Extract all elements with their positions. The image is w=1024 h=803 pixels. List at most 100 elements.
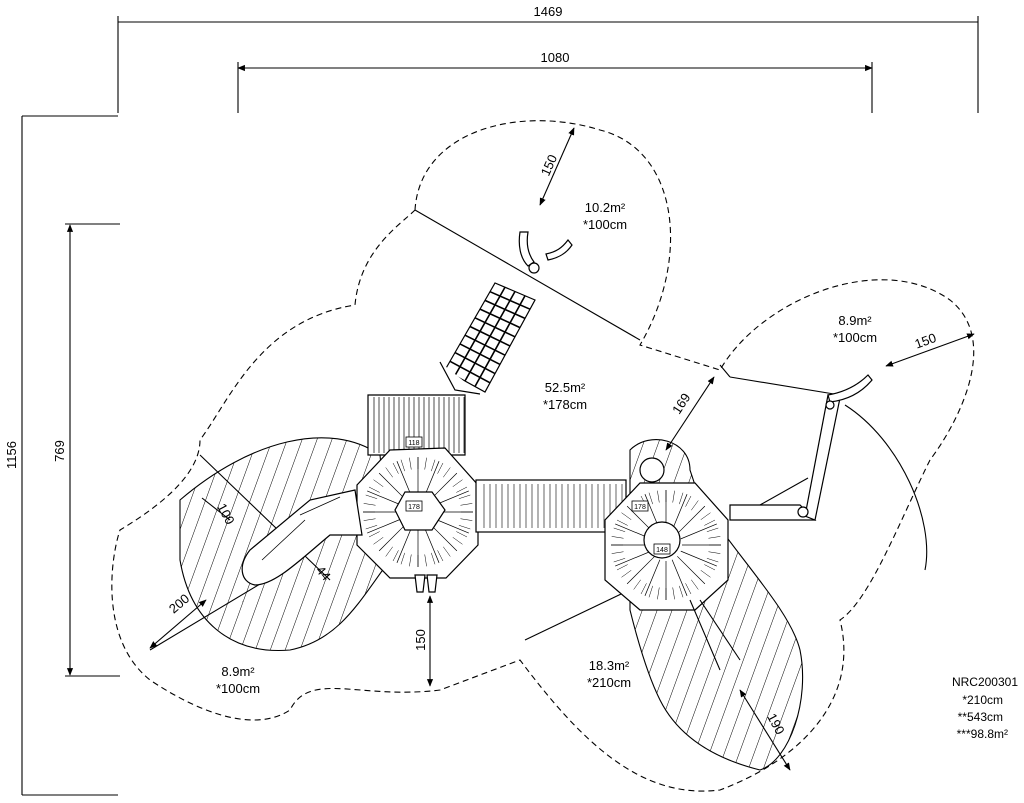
climbing-net bbox=[439, 231, 573, 395]
drawing-detail-line bbox=[615, 550, 652, 567]
drawing-detail-line bbox=[423, 526, 440, 563]
drawing-detail-line bbox=[409, 457, 412, 470]
drawing-detail-line bbox=[685, 583, 692, 595]
drawing-detail-line bbox=[648, 585, 653, 598]
drawing-detail-line bbox=[611, 551, 624, 554]
drawing-detail-line bbox=[365, 494, 378, 499]
drawing-detail-line bbox=[373, 537, 384, 545]
drawing-detail-line bbox=[657, 587, 660, 600]
drawing-detail-line bbox=[431, 552, 436, 565]
drawing-detail-line bbox=[704, 519, 716, 526]
drawing-detail-line bbox=[657, 490, 660, 503]
drawing-detail-line bbox=[626, 505, 636, 515]
bridge bbox=[475, 479, 627, 533]
drawing-detail-line bbox=[396, 461, 413, 498]
drawing-detail-line bbox=[456, 486, 468, 493]
tower-label: 148 bbox=[653, 543, 671, 555]
drawing-detail-line bbox=[679, 585, 684, 598]
tower-label: 118 bbox=[405, 436, 423, 448]
dim-clearance-bottom: 150 bbox=[413, 629, 428, 651]
dim-overall-depth: 1156 bbox=[4, 441, 19, 469]
drawing-detail-line bbox=[679, 492, 684, 505]
dimension-lines bbox=[21, 16, 979, 796]
slide bbox=[241, 489, 363, 586]
drawing-detail-line bbox=[633, 579, 641, 590]
drawing-detail-line bbox=[443, 467, 451, 478]
product-spec-height: **543cm bbox=[958, 710, 1003, 724]
drawing-detail-line bbox=[613, 527, 626, 532]
drawing-detail-line bbox=[464, 291, 516, 382]
drawing-detail-line bbox=[626, 575, 636, 585]
drawing-detail-line bbox=[691, 579, 699, 590]
drawing-detail-line bbox=[458, 525, 471, 530]
zone-fall-height: *100cm bbox=[216, 681, 260, 696]
drawing-detail-line bbox=[616, 519, 628, 526]
product-spec-area: ***98.8m² bbox=[957, 727, 1008, 741]
drawing-detail-line bbox=[706, 558, 719, 563]
dim-clearance-right: 150 bbox=[913, 330, 939, 352]
drawing-detail-line bbox=[458, 494, 471, 499]
zone-fall-height: *210cm bbox=[587, 675, 631, 690]
drawing-detail-line bbox=[392, 550, 399, 562]
svg-text:178: 178 bbox=[634, 504, 646, 511]
drawing-detail-line bbox=[456, 531, 468, 538]
drawing-detail-line bbox=[613, 558, 626, 563]
drawing-detail-line bbox=[672, 490, 675, 503]
zone-area: 18.3m² bbox=[589, 658, 630, 673]
drawing-detail-line bbox=[708, 551, 721, 554]
drawing-detail-line bbox=[437, 462, 444, 474]
drawing-detail-line bbox=[365, 525, 378, 530]
drawing-detail-line bbox=[644, 559, 661, 596]
svg-text:118: 118 bbox=[408, 440, 419, 447]
dim-inner-width: 1080 bbox=[541, 50, 570, 65]
zone-area: 52.5m² bbox=[545, 380, 586, 395]
drawing-detail-line bbox=[704, 564, 716, 571]
drawing-detail-line bbox=[368, 531, 380, 538]
drawing-detail-line bbox=[700, 512, 711, 520]
drawing-detail-line bbox=[385, 546, 393, 557]
drawing-detail-line bbox=[400, 459, 405, 472]
tower-left bbox=[356, 394, 479, 593]
zone-fall-height: *100cm bbox=[833, 330, 877, 345]
drawing-detail-line bbox=[640, 583, 647, 595]
drawing-detail-line bbox=[423, 461, 440, 498]
drawing-detail-line bbox=[454, 286, 506, 376]
drawing-detail-line bbox=[378, 542, 388, 552]
product-code: NRC200301 bbox=[952, 675, 1018, 689]
drawing-detail-line bbox=[680, 523, 717, 540]
drawing-detail-line bbox=[424, 554, 427, 567]
zone-area: 8.9m² bbox=[221, 664, 255, 679]
drawing-detail-line bbox=[460, 503, 473, 506]
drawing-detail-line bbox=[648, 492, 653, 505]
drawing-detail-line bbox=[474, 295, 526, 387]
svg-text:148: 148 bbox=[656, 547, 668, 554]
drawing-detail-line bbox=[452, 537, 463, 545]
drawing-detail-line bbox=[611, 536, 624, 539]
drawing-detail-line bbox=[460, 518, 473, 521]
zone-area: 8.9m² bbox=[838, 313, 872, 328]
drawing-detail-line bbox=[378, 472, 388, 482]
drawing-detail-line bbox=[448, 542, 458, 552]
drawing-detail-line bbox=[392, 462, 399, 474]
drawing-detail-line bbox=[363, 518, 376, 521]
drawing-detail-line bbox=[363, 503, 376, 506]
tower-label: 178 bbox=[405, 500, 423, 512]
drawing-detail-line bbox=[691, 500, 699, 511]
drawing-detail-line bbox=[448, 472, 458, 482]
drawing-detail-line bbox=[367, 517, 404, 534]
drawing-detail-line bbox=[706, 527, 719, 532]
dim-inner-depth: 769 bbox=[52, 440, 67, 462]
drawing-detail-line bbox=[452, 479, 463, 487]
drawing-detail-line bbox=[672, 587, 675, 600]
drawing-detail-line bbox=[621, 512, 632, 520]
drawing-detail-line bbox=[385, 467, 393, 478]
drawing-detail-line bbox=[696, 575, 706, 585]
drawing-detail-line bbox=[671, 494, 688, 531]
drawing-detail-line bbox=[700, 570, 711, 578]
drawing-detail-line bbox=[616, 564, 628, 571]
zone-area: 10.2m² bbox=[585, 200, 626, 215]
drawing-detail-line bbox=[368, 486, 380, 493]
drawing-detail-line bbox=[708, 536, 721, 539]
tower-label: 178 bbox=[631, 500, 649, 512]
drawing-detail-line bbox=[400, 552, 405, 565]
